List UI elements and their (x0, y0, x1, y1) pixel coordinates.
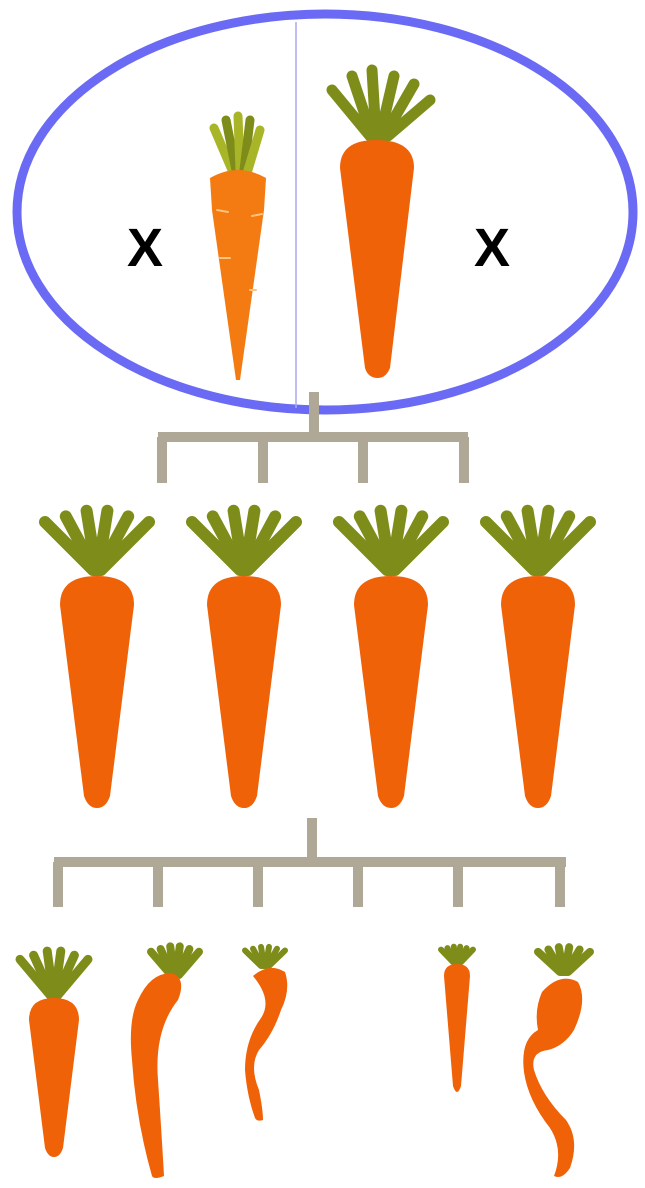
cross-symbol-left: X (127, 218, 163, 278)
f1-carrot-2 (192, 511, 296, 808)
lineage-bracket-f1 (158, 392, 468, 483)
carrot-root-icon (245, 968, 287, 1121)
parent-carrot-cultivated (332, 70, 430, 378)
carrot-root-icon (523, 979, 582, 1177)
lineage-bracket-f2 (54, 818, 566, 907)
f1-carrot-1 (45, 511, 149, 808)
carrot-root-icon (210, 170, 266, 380)
carrot-root-icon (60, 576, 134, 808)
leaves-icon (192, 511, 296, 570)
f2-carrot-6 (523, 947, 590, 1177)
cross-symbol-right: X (474, 218, 510, 278)
carrot-root-icon (354, 576, 428, 808)
f2-carrot-1 (20, 951, 88, 1157)
leaves-icon (45, 511, 149, 570)
f1-carrot-4 (486, 511, 590, 808)
leaves-icon (486, 511, 590, 570)
carrot-root-icon (131, 974, 181, 1178)
leaves-icon (245, 947, 285, 966)
f1-generation (45, 511, 590, 808)
leaves-icon (20, 951, 88, 995)
f2-carrot-3 (245, 947, 287, 1121)
f2-carrot-2 (131, 946, 199, 1178)
carrot-root-icon (501, 576, 575, 808)
f1-carrot-3 (339, 511, 443, 808)
parent-cross-ellipse (17, 14, 633, 410)
carrot-root-icon (340, 140, 414, 378)
leaves-icon (151, 946, 199, 975)
leaves-icon (332, 70, 430, 136)
leaves-icon (214, 116, 260, 170)
f2-generation (20, 946, 590, 1178)
carrot-root-icon (207, 576, 281, 808)
leaves-icon (441, 947, 473, 962)
carrot-root-icon (444, 964, 470, 1092)
leaves-icon (339, 511, 443, 570)
parent-carrot-wild (210, 116, 266, 380)
carrot-root-icon (29, 998, 79, 1157)
f2-carrot-5 (441, 947, 473, 1092)
leaves-icon (538, 947, 590, 972)
